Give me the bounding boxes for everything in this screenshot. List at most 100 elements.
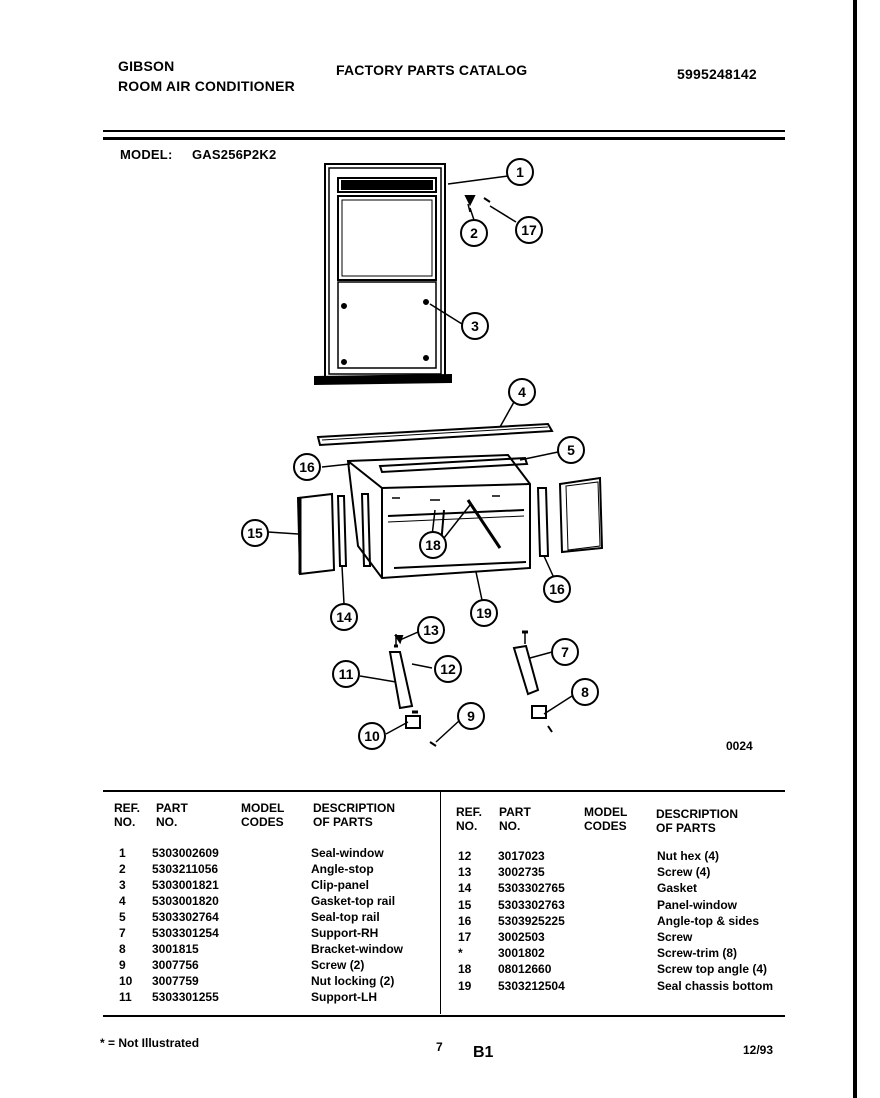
part-description: Support-RH: [311, 926, 379, 940]
gasket-top-rail: [316, 422, 554, 447]
part-no: 5303302763: [498, 897, 565, 912]
ref-no: 2: [119, 862, 126, 876]
part-description: Seal-window: [311, 846, 384, 860]
callout-11: 11: [339, 666, 354, 682]
callout-7: 7: [561, 644, 569, 660]
callout-17: 17: [521, 222, 537, 238]
model-label: MODEL:: [120, 147, 173, 162]
th-ref-right: REF.NO.: [456, 805, 483, 833]
page-number: 7: [436, 1040, 443, 1054]
part-description: Screw (4): [657, 865, 711, 880]
diagram-code: 0024: [726, 739, 753, 753]
callout-12: 12: [440, 661, 456, 677]
window-panel: [314, 163, 452, 386]
catalog-date: 12/93: [743, 1043, 774, 1057]
table-column-divider: [440, 792, 441, 1014]
page-border: [853, 0, 857, 1098]
table-row: 3 5303001821 Clip-panel: [116, 877, 456, 893]
part-no: 5303211056: [152, 862, 219, 876]
catalog-title: FACTORY PARTS CATALOG: [336, 62, 528, 78]
ref-no: 1: [119, 846, 126, 860]
th-ref-left: REF.NO.: [114, 801, 141, 829]
ref-no: 15: [458, 897, 472, 912]
part-description: Screw: [657, 930, 693, 944]
part-description: Gasket: [657, 881, 698, 896]
part-description: Panel-window: [657, 897, 738, 912]
part-no: 5303002609: [152, 846, 219, 860]
part-no: 5303001820: [152, 894, 219, 908]
callout-19: 19: [476, 605, 492, 621]
ref-no: 11: [119, 990, 132, 1004]
part-description: Angle-stop: [311, 862, 374, 876]
callout-5: 5: [567, 442, 575, 458]
header-rule: [103, 130, 785, 132]
table-row: 13 3002735 Screw (4): [458, 864, 798, 880]
part-description: Bracket-window: [311, 942, 404, 956]
callout-15: 15: [247, 525, 263, 541]
header-rule-thick: [103, 137, 785, 140]
part-no: 3002735: [498, 865, 545, 880]
part-description: Support-LH: [311, 990, 377, 1004]
ref-no: 3: [119, 878, 126, 892]
callout-4: 4: [518, 384, 526, 400]
ref-no: 9: [119, 958, 126, 972]
ref-no: 5: [119, 910, 126, 924]
ref-no: 19: [458, 978, 472, 993]
ref-no: 10: [119, 974, 133, 988]
section-code: B1: [473, 1044, 494, 1061]
part-no: 5303001821: [152, 878, 219, 892]
part-description: Nut hex (4): [657, 849, 720, 863]
part-no: 5303212504: [498, 978, 565, 993]
part-description: Clip-panel: [311, 878, 370, 892]
part-description: Screw top angle (4): [657, 962, 768, 977]
product-name: ROOM AIR CONDITIONER: [118, 78, 295, 94]
not-illustrated-note: * = Not Illustrated: [100, 1036, 200, 1050]
part-description: Angle-top & sides: [657, 913, 760, 928]
ref-no: 4: [119, 894, 126, 908]
chassis-sleeve: [346, 453, 531, 580]
ref-no: 18: [458, 962, 472, 977]
brand-name: GIBSON: [118, 58, 175, 74]
catalog-number: 5995248142: [677, 66, 757, 82]
table-row: 15 5303302763 Panel-window: [458, 897, 798, 913]
table-row: 2 5303211056 Angle-stop: [116, 861, 456, 877]
part-no: 08012660: [498, 962, 552, 977]
part-description: Screw (2): [311, 958, 365, 972]
ref-no: 16: [458, 913, 472, 928]
callout-16b: 16: [549, 581, 565, 597]
ref-no: 8: [119, 942, 126, 956]
part-no: 3001815: [152, 942, 199, 956]
exploded-parts-diagram: 1 17 2 3 4 5 16 15 18 16 14 19 13 7 11 1…: [241, 158, 753, 753]
callout-13: 13: [423, 622, 439, 638]
part-description: Nut locking (2): [311, 974, 395, 988]
part-description: Screw-trim (8): [657, 946, 738, 961]
callout-3: 3: [471, 318, 479, 334]
table-bottom-rule: [103, 1015, 785, 1017]
model-value: GAS256P2K2: [192, 147, 277, 162]
callout-14: 14: [336, 609, 352, 625]
ref-no: 14: [458, 881, 472, 896]
ref-no: 17: [458, 930, 472, 944]
callout-9: 9: [467, 708, 475, 724]
callout-2: 2: [470, 225, 478, 241]
table-row: 10 3007759 Nut locking (2): [116, 973, 456, 989]
callout-1: 1: [516, 164, 524, 180]
part-no: 3007759: [152, 974, 199, 988]
part-no: 3017023: [498, 849, 545, 863]
table-row: 1 5303002609 Seal-window: [116, 845, 456, 861]
ref-no: 13: [458, 865, 472, 880]
